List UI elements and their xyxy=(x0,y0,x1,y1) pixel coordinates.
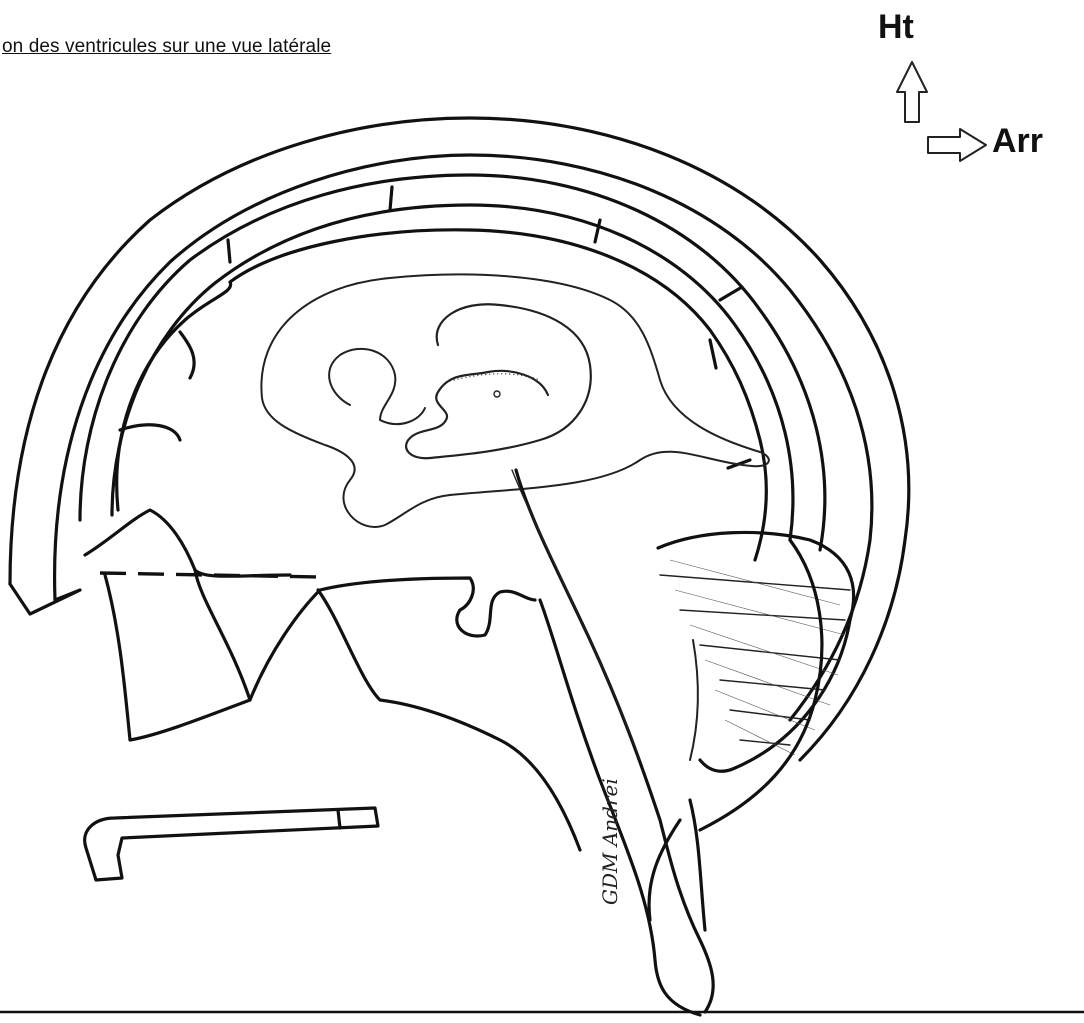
skull-base xyxy=(85,510,580,850)
skull-band xyxy=(10,118,909,760)
orientation-arrows xyxy=(897,62,986,161)
third-ventricle xyxy=(406,304,591,458)
up-arrow-icon xyxy=(897,62,927,122)
cerebellum xyxy=(658,532,854,830)
brainstem xyxy=(512,470,713,1015)
probe-instrument xyxy=(85,808,378,880)
cerebrum xyxy=(117,230,767,560)
right-arrow-icon xyxy=(928,129,986,161)
artist-signature: GDM Andréi xyxy=(598,778,622,905)
